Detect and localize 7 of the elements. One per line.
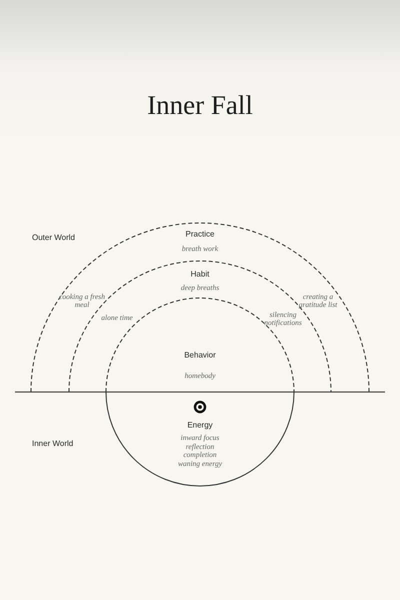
node-heading: Energy	[186, 422, 214, 430]
region-label: Outer World	[32, 233, 75, 242]
node-heading: Habit	[190, 270, 210, 280]
title: Inner Fall	[146, 90, 254, 121]
region-label: Inner World	[32, 439, 74, 448]
node-heading: Behavior	[183, 352, 217, 360]
node-heading: Practice	[184, 230, 216, 240]
